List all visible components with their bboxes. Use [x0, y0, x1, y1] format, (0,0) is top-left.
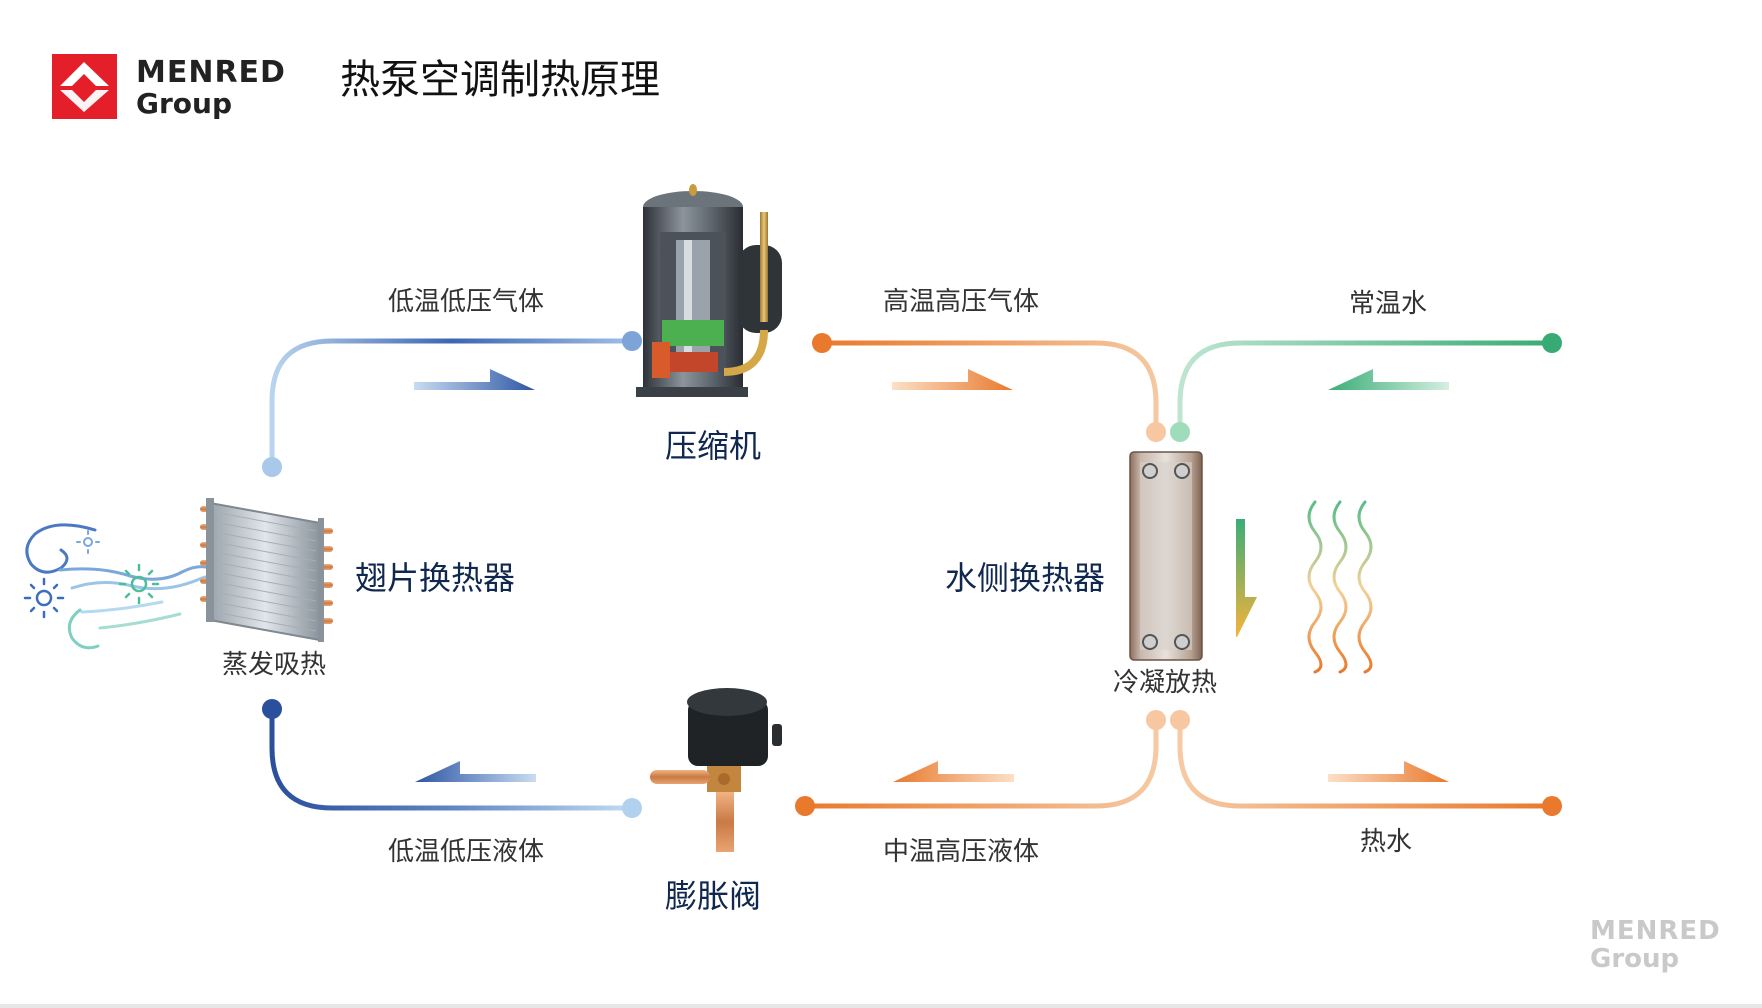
label-expansion-valve: 膨胀阀: [665, 877, 762, 915]
pipe-top-left: [262, 331, 642, 477]
wind-sun-icon: [23, 523, 236, 650]
pipe-bottom-right: [1170, 710, 1562, 816]
label-normal-temp-water: 常温水: [1349, 289, 1428, 319]
label-fin-exchanger: 翅片换热器: [355, 559, 516, 597]
arrow-left-bottom-middle: [893, 761, 1014, 782]
arrow-right-bottom-right: [1328, 761, 1449, 782]
watermark-brand-name: MENRED: [1590, 916, 1721, 946]
label-mid-temp-high-pressure-liquid: 中温高压液体: [883, 837, 1040, 867]
heat-wave-icon: [1307, 500, 1373, 674]
label-low-temp-low-pressure-liquid: 低温低压液体: [388, 837, 545, 867]
arrow-left-top-right: [1328, 369, 1449, 390]
label-condense-release-heat: 冷凝放热: [1113, 668, 1218, 698]
brand-name: MENRED: [136, 55, 286, 90]
pipe-top-middle: [812, 333, 1166, 442]
compressor-image: [636, 184, 782, 397]
fin-exchanger-image: [200, 498, 333, 642]
menred-logo-icon: [52, 54, 117, 119]
watermark-brand-group: Group: [1590, 944, 1680, 974]
footer-divider: [0, 1004, 1762, 1008]
arrow-down-heat-transfer: [1236, 519, 1257, 637]
pipe-bottom-left: [262, 699, 642, 818]
label-high-temp-high-pressure-gas: 高温高压气体: [883, 287, 1040, 317]
water-exchanger-image: [1129, 451, 1203, 661]
arrow-right-top-middle: [892, 369, 1013, 390]
arrow-left-bottom-left: [415, 761, 536, 782]
pipe-bottom-middle: [795, 710, 1166, 816]
brand-group: Group: [136, 87, 233, 120]
label-hot-water: 热水: [1360, 827, 1413, 857]
label-water-exchanger: 水侧换热器: [945, 559, 1106, 597]
label-evaporate-absorb-heat: 蒸发吸热: [222, 650, 327, 680]
label-compressor: 压缩机: [665, 427, 762, 465]
expansion-valve-image: [650, 688, 782, 852]
arrow-right-top-left: [414, 369, 535, 390]
label-low-temp-low-pressure-gas: 低温低压气体: [388, 287, 545, 317]
page-title: 热泵空调制热原理: [340, 57, 660, 103]
pipe-top-right: [1170, 333, 1562, 442]
